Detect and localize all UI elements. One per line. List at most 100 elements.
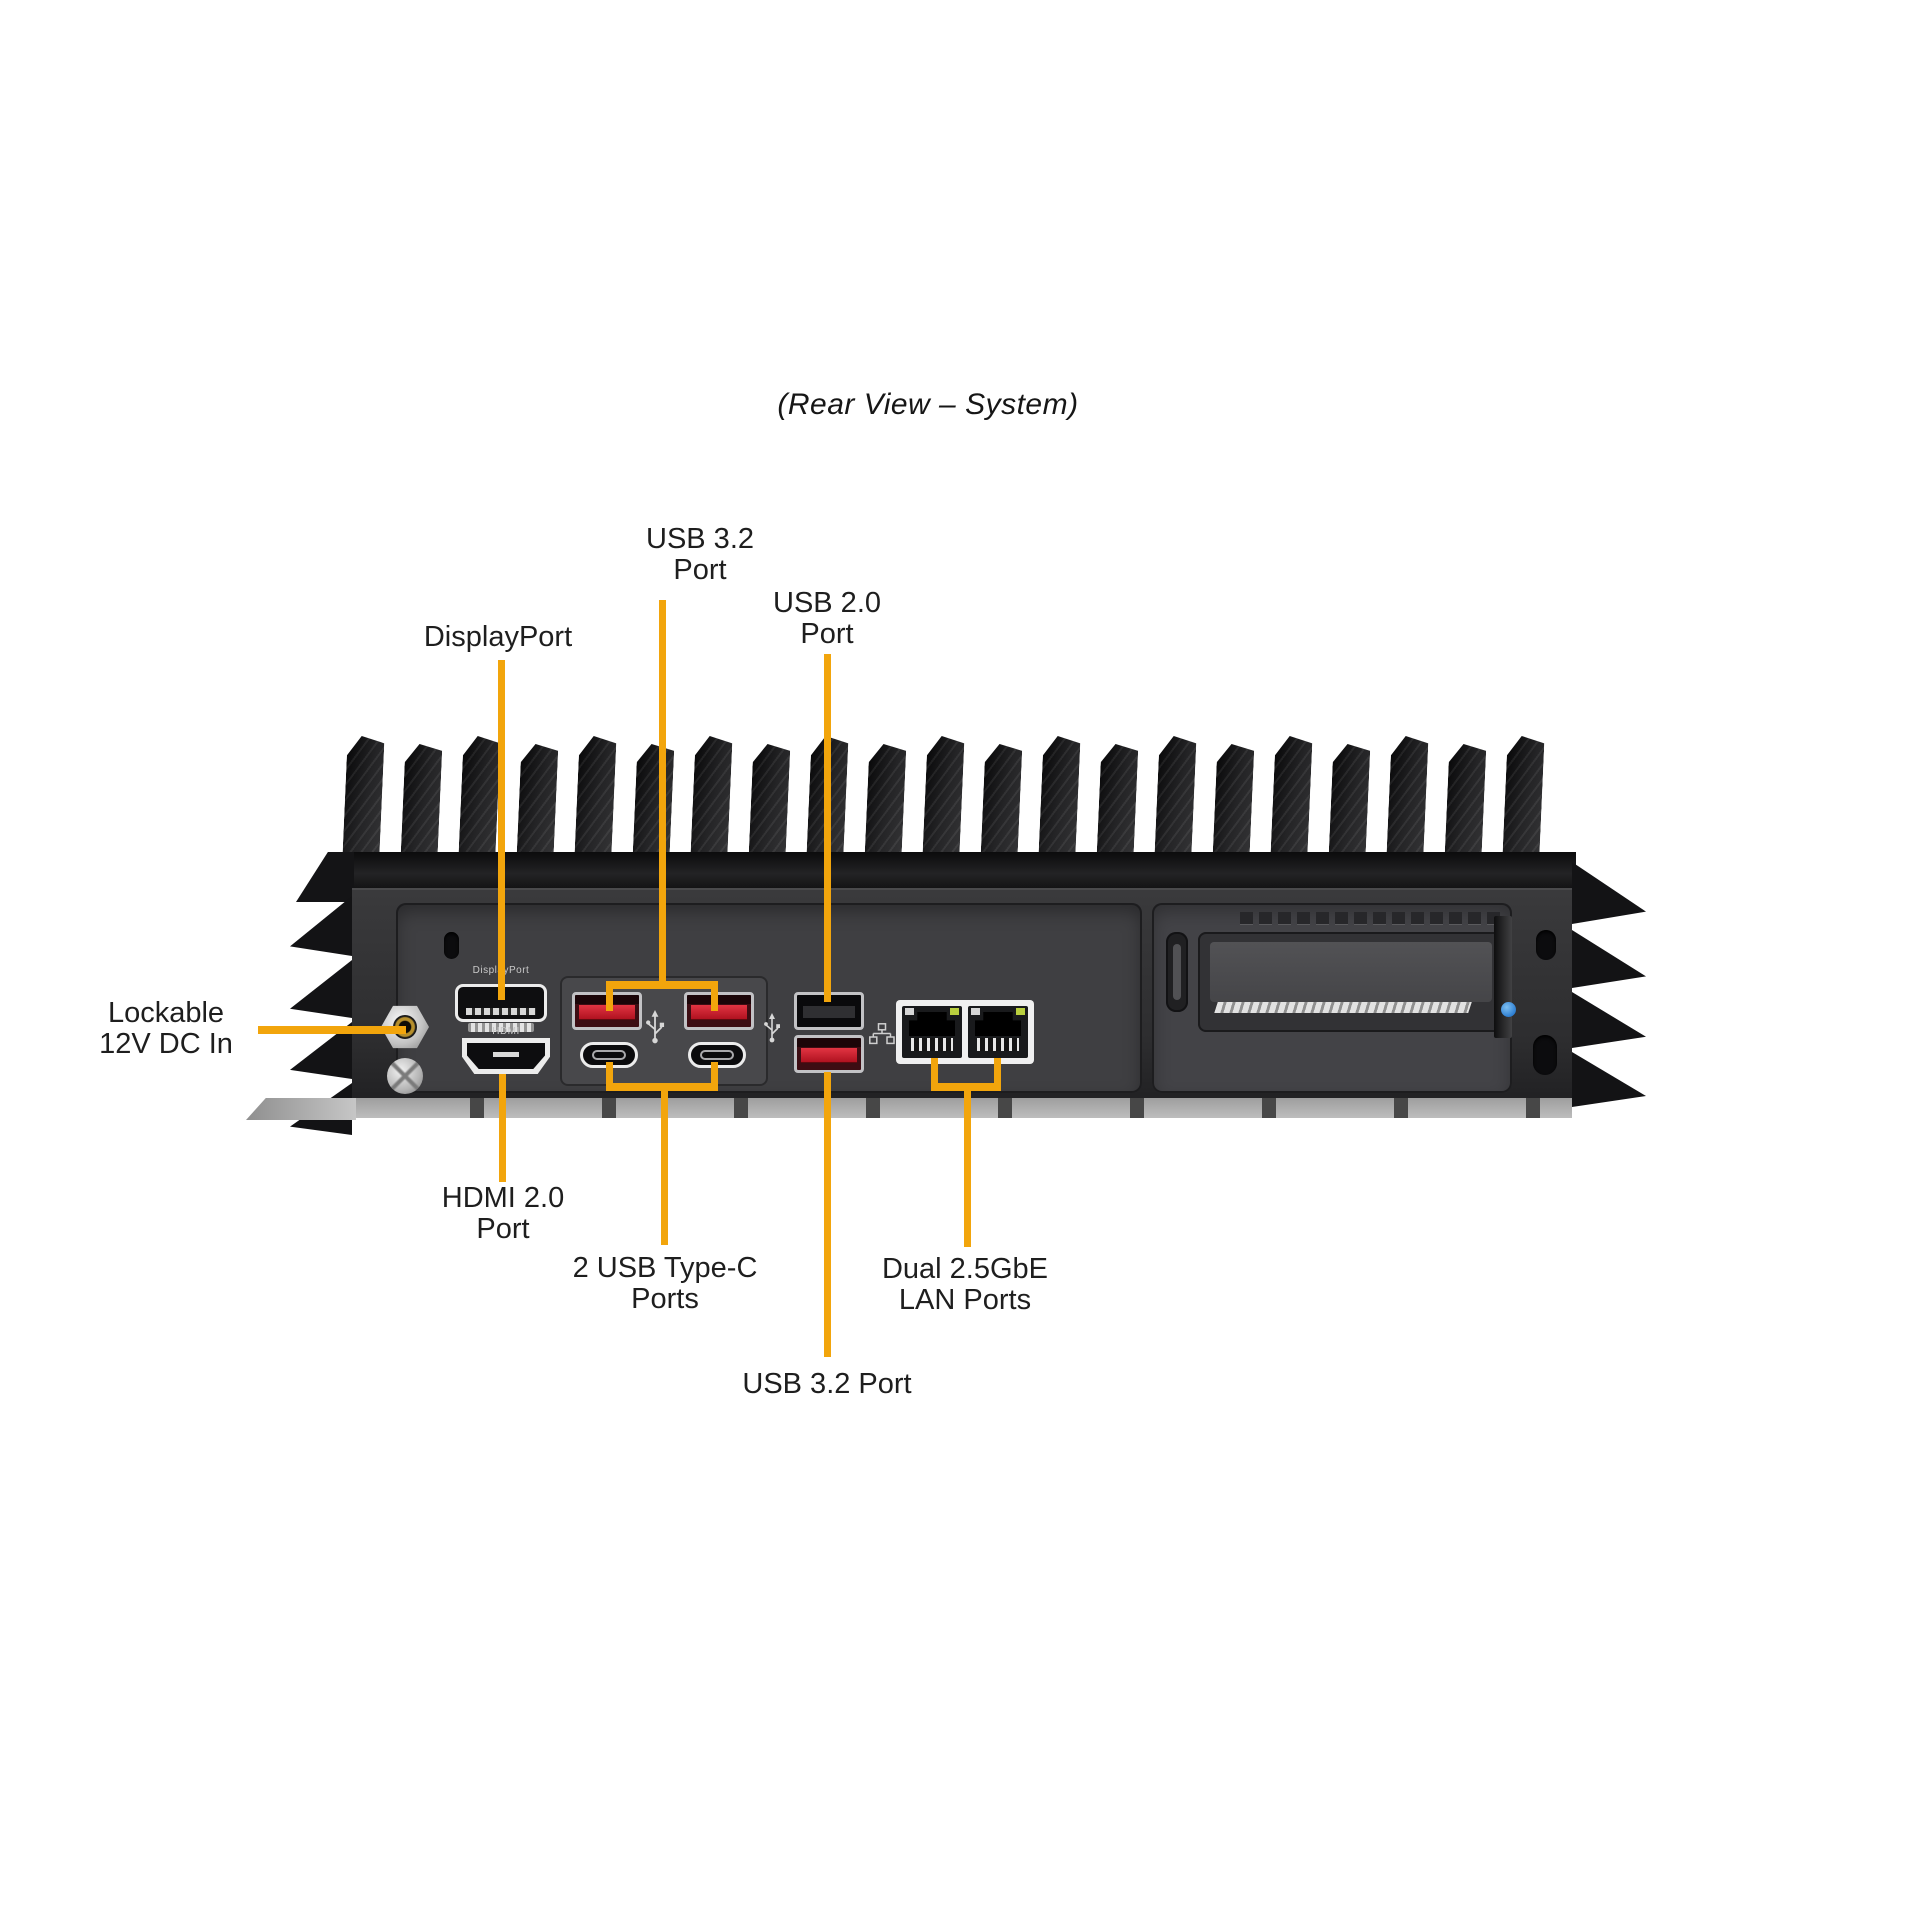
expansion-bracket bbox=[1494, 916, 1512, 1038]
vent-dash bbox=[1468, 912, 1481, 924]
label-line: USB 3.2 bbox=[646, 523, 754, 555]
callout-line-typec bbox=[661, 1090, 668, 1245]
callout-line-usb32-top bbox=[711, 981, 718, 1011]
lan-port-2 bbox=[968, 1006, 1028, 1058]
vent-dash bbox=[1297, 912, 1310, 924]
callout-line-typec bbox=[711, 1062, 718, 1090]
heatsink-fin bbox=[342, 736, 384, 858]
lan-activity-led bbox=[971, 1008, 980, 1015]
vent-dash bbox=[1335, 912, 1348, 924]
heatsink-fin bbox=[1097, 744, 1139, 858]
callout-line-usb32-top bbox=[659, 600, 666, 988]
label-line: HDMI 2.0 bbox=[441, 1182, 565, 1214]
lan-bezel bbox=[896, 1000, 1034, 1064]
heatsink-fin bbox=[1329, 744, 1371, 858]
callout-line-lan bbox=[931, 1058, 938, 1090]
callout-line-typec bbox=[606, 1083, 718, 1091]
heatsink-fin bbox=[1270, 736, 1312, 858]
label-line: DisplayPort bbox=[423, 621, 573, 653]
callout-line-lan bbox=[931, 1083, 1001, 1091]
label-line: Port bbox=[673, 554, 727, 586]
lan-activity-led bbox=[905, 1008, 914, 1015]
heatsink-fin bbox=[1038, 736, 1080, 858]
heatsink-fin bbox=[749, 744, 791, 858]
label-line: USB 3.2 Port bbox=[742, 1368, 912, 1400]
printed-hdmi-label: HDMI bbox=[492, 1026, 520, 1037]
label-line: 12V DC In bbox=[99, 1028, 233, 1060]
left-side-fin bbox=[290, 896, 352, 956]
callout-line-hdmi bbox=[499, 1074, 506, 1182]
mounting-hole bbox=[444, 932, 459, 959]
callout-line-usb32-top bbox=[606, 981, 718, 989]
heatsink-fin bbox=[458, 736, 500, 858]
lan-port-1 bbox=[902, 1006, 962, 1058]
bracket-screw-blue bbox=[1501, 1002, 1516, 1017]
panel-screw bbox=[387, 1058, 423, 1094]
heatsink-fin bbox=[1445, 744, 1487, 858]
usb-icon bbox=[646, 1010, 665, 1044]
callout-line-lan bbox=[994, 1058, 1001, 1090]
label-line: Port bbox=[476, 1213, 530, 1245]
label-line: LAN Ports bbox=[898, 1284, 1032, 1316]
lan-link-led bbox=[1016, 1008, 1025, 1015]
label-line: 2 USB Type-C bbox=[572, 1252, 758, 1284]
heatsink-fin bbox=[1502, 736, 1544, 858]
vent-dash bbox=[1278, 912, 1291, 924]
heatsink-fin bbox=[922, 736, 964, 858]
heatsink-fin bbox=[574, 736, 616, 858]
vent-dash bbox=[1354, 912, 1367, 924]
heatsink-deck bbox=[330, 852, 1576, 891]
chassis-base bbox=[352, 1098, 1572, 1118]
callout-line-typec bbox=[606, 1062, 613, 1090]
expansion-retention-slot bbox=[1166, 932, 1188, 1012]
callout-label-lan: Dual 2.5GbE LAN Ports bbox=[865, 1254, 1065, 1316]
label-line: Dual 2.5GbE bbox=[881, 1253, 1049, 1285]
displayport-connector-lip bbox=[468, 1023, 534, 1032]
left-side-fin bbox=[290, 960, 352, 1018]
usb-icon bbox=[764, 1013, 780, 1043]
vent-dash bbox=[1411, 912, 1424, 924]
heatsink-fin bbox=[633, 744, 675, 858]
label-line: USB 2.0 bbox=[773, 587, 881, 619]
callout-label-displayport: DisplayPort bbox=[398, 622, 598, 653]
usb32-port-2 bbox=[684, 992, 754, 1030]
heatsink-left-step bbox=[296, 852, 354, 902]
callout-label-usb20: USB 2.0 Port bbox=[727, 588, 927, 650]
heatsink-fin bbox=[1386, 736, 1428, 858]
callout-label-dc-power: Lockable 12V DC In bbox=[66, 998, 266, 1060]
lan-link-led bbox=[950, 1008, 959, 1015]
chassis-base-left bbox=[246, 1098, 356, 1120]
heatsink-fin bbox=[981, 744, 1023, 858]
callout-line-usb20 bbox=[824, 654, 831, 1002]
vent-dash bbox=[1240, 912, 1253, 924]
vent-dash bbox=[1316, 912, 1329, 924]
label-line: Lockable bbox=[107, 997, 225, 1029]
right-side-fin bbox=[1572, 862, 1646, 924]
callout-label-hdmi: HDMI 2.0 Port bbox=[403, 1183, 603, 1245]
right-side-fin bbox=[1572, 930, 1646, 988]
right-side-fin bbox=[1572, 1052, 1646, 1107]
usb32-port-3 bbox=[794, 1035, 864, 1073]
heatsink-fin bbox=[517, 744, 559, 858]
callout-line-displayport bbox=[498, 660, 505, 1000]
lan-port-pins bbox=[977, 1038, 1019, 1051]
label-line: Port bbox=[800, 618, 854, 650]
mounting-hole bbox=[1536, 930, 1556, 960]
callout-label-usb32-bottom: USB 3.2 Port bbox=[727, 1369, 927, 1400]
heatsink-fin bbox=[1213, 744, 1255, 858]
expansion-slot-blank bbox=[1210, 942, 1492, 1002]
lan-port-pins bbox=[911, 1038, 953, 1051]
vent-dash bbox=[1373, 912, 1386, 924]
heatsink-fin bbox=[690, 736, 732, 858]
ethernet-icon bbox=[869, 1023, 895, 1045]
callout-label-usb32-top: USB 3.2 Port bbox=[600, 524, 800, 586]
emi-finger-strip bbox=[1214, 1002, 1472, 1013]
callout-line-usb32-top bbox=[606, 981, 613, 1011]
callout-label-typec: 2 USB Type-C Ports bbox=[565, 1253, 765, 1315]
heatsink-fins bbox=[345, 736, 1585, 858]
vent-dash bbox=[1392, 912, 1405, 924]
callout-line-dc-power bbox=[258, 1026, 406, 1034]
callout-line-lan bbox=[964, 1090, 971, 1247]
hdmi-connector-contacts bbox=[493, 1052, 519, 1057]
